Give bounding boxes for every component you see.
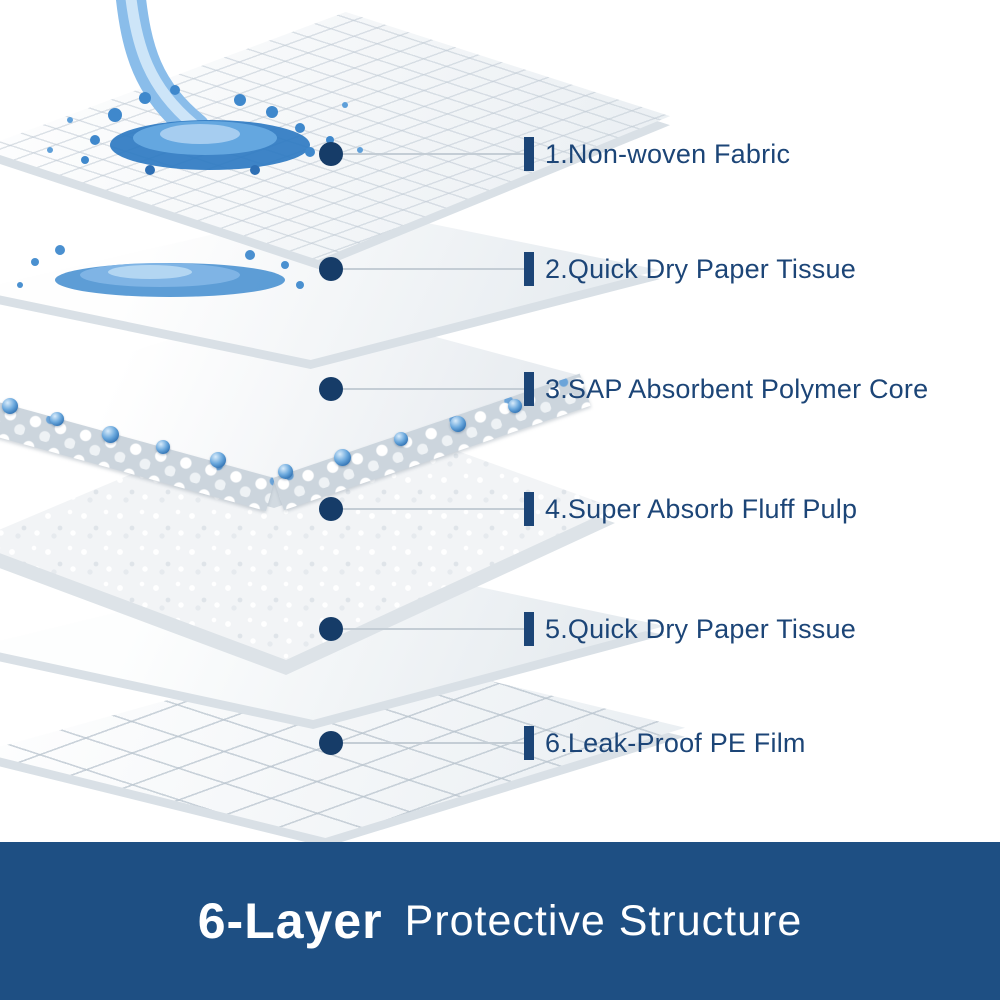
bottom-banner: 6-Layer Protective Structure [0, 842, 1000, 1000]
sap-blue-bead [2, 398, 18, 414]
layer-label: 4.Super Absorb Fluff Pulp [545, 493, 858, 524]
sap-blue-bead [450, 416, 466, 432]
layer-marker-dot [319, 617, 343, 641]
label-accent-bar [524, 726, 534, 760]
layer-marker-dot [319, 497, 343, 521]
sap-blue-bead [278, 464, 293, 479]
sap-blue-bead [50, 412, 64, 426]
layer-label: 2.Quick Dry Paper Tissue [545, 253, 856, 284]
callout-lead-line [343, 628, 524, 630]
sap-blue-bead [156, 440, 170, 454]
layer-label: 1.Non-woven Fabric [545, 138, 791, 169]
callout-layer-5: 5.Quick Dry Paper Tissue [319, 611, 856, 647]
callout-layer-4: 4.Super Absorb Fluff Pulp [319, 491, 857, 527]
sap-blue-bead [102, 426, 119, 443]
callout-layer-1: 1.Non-woven Fabric [319, 136, 790, 172]
callout-layer-2: 2.Quick Dry Paper Tissue [319, 251, 856, 287]
layer-marker-dot [319, 377, 343, 401]
sap-blue-bead [334, 449, 351, 466]
banner-title-bold: 6-Layer [197, 893, 383, 949]
layer-marker-dot [319, 257, 343, 281]
callout-lead-line [343, 153, 524, 155]
callout-lead-line [343, 742, 524, 744]
callout-lead-line [343, 508, 524, 510]
label-accent-bar [524, 492, 534, 526]
sap-blue-bead [394, 432, 408, 446]
sap-blue-bead [508, 399, 522, 413]
layer-marker-dot [319, 731, 343, 755]
callout-layer-3: 3.SAP Absorbent Polymer Core [319, 371, 928, 407]
layer-label: 6.Leak-Proof PE Film [545, 727, 806, 758]
callout-layer-6: 6.Leak-Proof PE Film [319, 725, 806, 761]
layer-marker-dot [319, 142, 343, 166]
label-accent-bar [524, 372, 534, 406]
label-accent-bar [524, 252, 534, 286]
layer-label: 3.SAP Absorbent Polymer Core [545, 373, 929, 404]
callout-lead-line [343, 268, 524, 270]
label-accent-bar [524, 612, 534, 646]
sap-blue-bead [210, 452, 226, 468]
banner-title-rest: Protective Structure [404, 896, 803, 945]
callout-lead-line [343, 388, 524, 390]
layer-label: 5.Quick Dry Paper Tissue [545, 613, 856, 644]
label-accent-bar [524, 137, 534, 171]
